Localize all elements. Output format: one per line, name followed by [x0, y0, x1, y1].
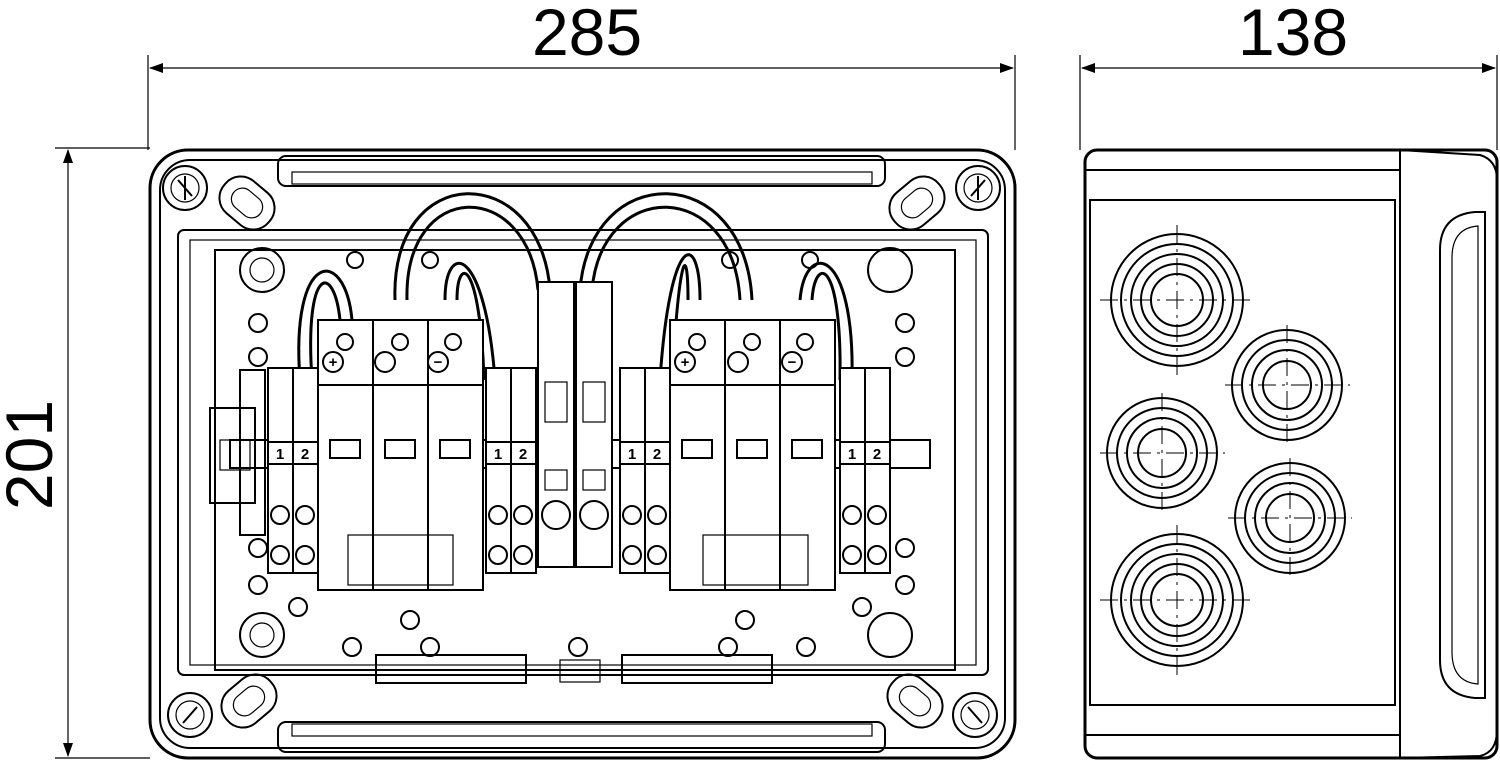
fixture-top-right [867, 247, 913, 293]
side-view [1083, 148, 1499, 760]
mounting-lug-bottom-left [220, 673, 278, 729]
fixture-top-left [239, 247, 285, 293]
cables [297, 192, 854, 381]
fixture-bottom-left [239, 612, 285, 658]
cable-gland-5 [1100, 525, 1255, 675]
fixture-bottom-right [867, 612, 913, 658]
terminal-block-2: 1 2 [485, 367, 537, 574]
fuse-holders: + − + − [317, 319, 836, 591]
corner-screw-bottom-left [167, 692, 213, 738]
depth-label: 138 [1238, 0, 1348, 69]
terminal-block-4: 1 2 [839, 367, 891, 574]
corner-screw-top-right [955, 165, 1001, 211]
dimension-width: 285 [147, 0, 1016, 150]
corner-screw-bottom-right [952, 692, 998, 738]
height-label: 201 [0, 400, 66, 510]
terminal-label: 2 [301, 446, 309, 463]
mounting-lug-bottom-right [886, 673, 944, 729]
plus-symbol: + [329, 354, 338, 371]
minus-symbol: − [434, 354, 443, 371]
cable-gland-1 [1100, 225, 1255, 375]
mounting-lug-top-left [218, 175, 276, 231]
terminal-label: 1 [276, 446, 284, 463]
surge-protector [537, 281, 613, 568]
terminal-label: 2 [519, 446, 527, 463]
label-strip-right [621, 654, 773, 684]
cable-gland-2 [1225, 325, 1350, 445]
label-strip-left [375, 654, 527, 684]
dimension-depth: 138 [1079, 0, 1498, 150]
corner-screw-top-left [162, 165, 208, 211]
terminal-block-1: 1 2 [267, 367, 319, 574]
mounting-lug-top-right [888, 175, 946, 231]
terminal-label: 1 [494, 446, 502, 463]
minus-symbol: − [788, 354, 797, 371]
front-view: + − + − [148, 148, 1017, 760]
terminal-label: 1 [628, 446, 636, 463]
cable-gland-4 [1228, 458, 1352, 578]
dimension-height: 201 [0, 147, 150, 759]
terminal-label: 2 [873, 446, 881, 463]
plate-screws [248, 251, 915, 657]
terminal-label: 1 [848, 446, 856, 463]
cable-gland-3 [1100, 393, 1225, 513]
terminal-label: 2 [653, 446, 661, 463]
width-label: 285 [532, 0, 642, 69]
plus-symbol: + [681, 354, 690, 371]
terminal-block-3: 1 2 [619, 367, 671, 574]
switch-handle [209, 407, 256, 504]
